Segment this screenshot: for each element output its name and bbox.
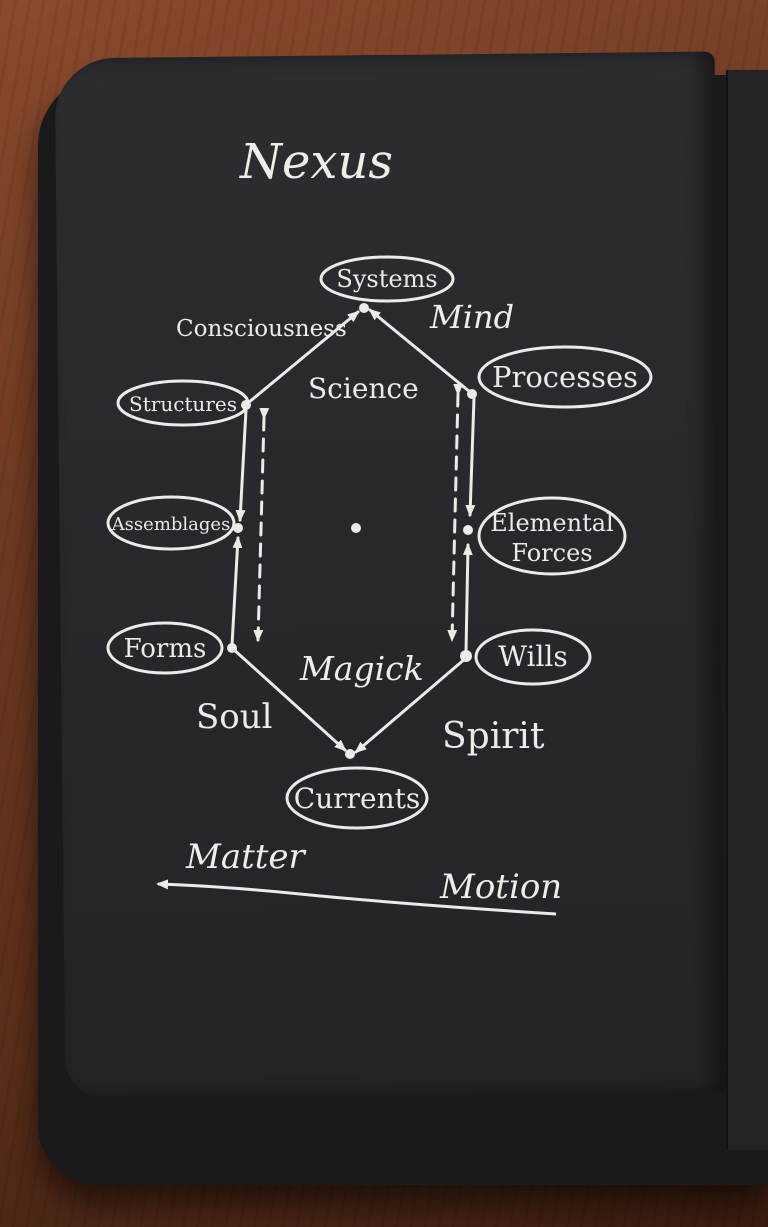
node-systems: Systems — [336, 265, 437, 293]
label-mind: Mind — [429, 298, 514, 336]
vertex-dots — [227, 303, 477, 759]
dashed-arrows — [253, 383, 464, 642]
edge-wills-elemental — [462, 543, 473, 654]
label-magick: Magick — [299, 649, 424, 688]
node-forms: Forms — [124, 634, 207, 664]
vertex-dot — [463, 525, 473, 535]
vertex-dot — [467, 389, 477, 399]
edge-forms-assemblages — [230, 536, 243, 647]
vertex-dot — [359, 303, 369, 313]
dashed-arrow-right — [447, 383, 464, 642]
edge-processes-elemental — [465, 396, 476, 517]
node-outline-systems — [319, 255, 455, 303]
dashed-arrow-left — [253, 407, 270, 642]
vertex-dot — [460, 650, 472, 662]
edge-structures-systems — [246, 310, 360, 405]
node-elemental-line1: Elemental — [490, 509, 613, 537]
label-motion: Motion — [439, 867, 562, 907]
node-structures: Structures — [129, 392, 237, 416]
vertex-dot — [345, 749, 355, 759]
node-outline-elemental-forces — [477, 496, 627, 576]
node-outline-currents — [285, 766, 429, 830]
label-spirit: Spirit — [442, 716, 545, 757]
node-assemblages: Assemblages — [111, 514, 231, 535]
node-outlines — [106, 255, 653, 830]
node-outline-forms — [106, 621, 224, 675]
edge-processes-systems — [368, 308, 472, 394]
label-science: Science — [308, 372, 419, 405]
facing-page-edge — [726, 70, 768, 1150]
vertex-dot — [227, 643, 237, 653]
matter-motion-arrow — [156, 879, 557, 916]
node-wills: Wills — [498, 640, 568, 673]
node-outline-structures — [116, 379, 250, 427]
vertex-dot — [233, 523, 243, 533]
label-matter: Matter — [185, 837, 307, 877]
node-outline-wills — [474, 628, 592, 686]
node-outline-processes — [477, 345, 653, 409]
node-currents: Currents — [294, 782, 420, 815]
label-soul: Soul — [196, 697, 273, 737]
node-outline-assemblages — [106, 495, 236, 551]
edge-structures-assemblages — [235, 408, 248, 522]
label-consciousness: Consciousness — [176, 316, 347, 342]
hexagon-edges — [230, 308, 476, 754]
edge-forms-currents — [230, 646, 347, 752]
edge-wills-currents — [354, 656, 468, 754]
diagram-title: Nexus — [239, 134, 393, 190]
node-elemental-line2: Forces — [511, 539, 592, 567]
center-dot — [351, 523, 361, 533]
node-processes: Processes — [492, 360, 638, 394]
